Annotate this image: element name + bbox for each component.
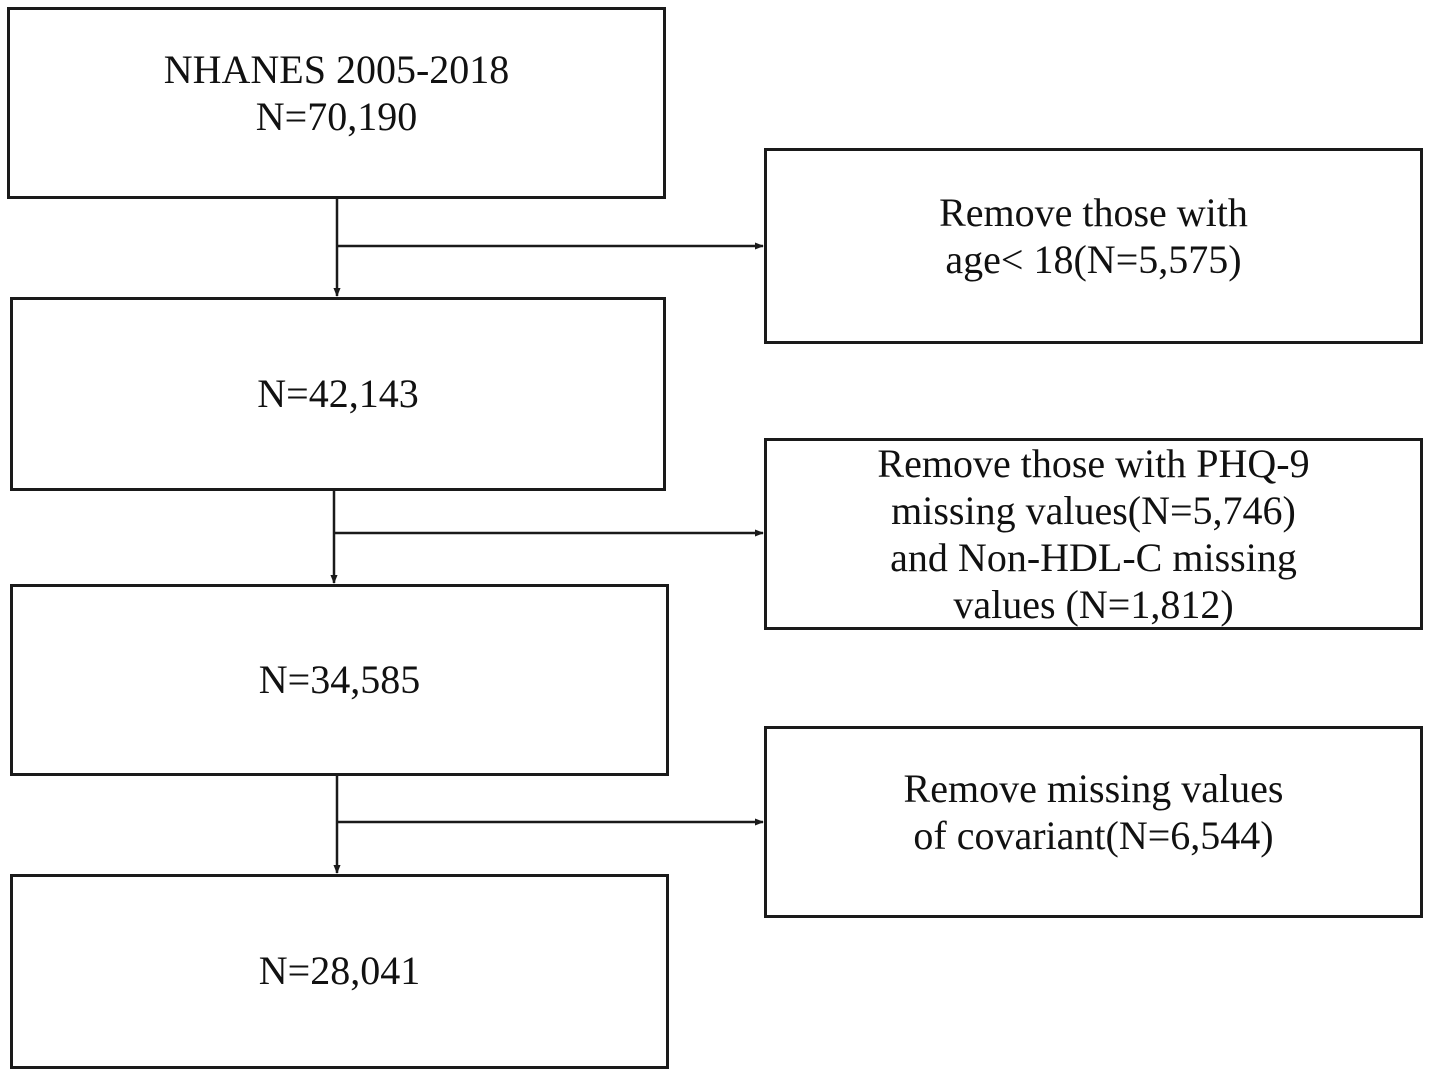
exclusion-text-line: and Non-HDL-C missing [890,535,1297,580]
exclusion-text-line: of covariant(N=6,544) [913,813,1274,858]
step-box-nhanes-total: NHANES 2005-2018 N=70,190 [7,7,666,199]
exclusion-text-line: age< 18(N=5,575) [945,237,1242,282]
step-text-line: N=28,041 [258,948,421,993]
exclusion-text-line: values (N=1,812) [953,582,1234,627]
step-text-line: N=42,143 [257,370,419,416]
step-box-after-missing: N=34,585 [10,584,669,776]
exclusion-text-line: Remove missing values [903,766,1284,811]
exclusion-box-age: Remove those with age< 18(N=5,575) [764,148,1423,344]
step-text-line: N=70,190 [255,94,418,139]
step-text-line: N=34,585 [258,656,421,702]
step-text-line: NHANES 2005-2018 [163,47,510,92]
exclusion-text-line: Remove those with PHQ-9 [877,441,1310,486]
exclusion-text-line: missing values(N=5,746) [891,488,1296,533]
exclusion-text-line: Remove those with [939,190,1248,235]
step-box-final-sample: N=28,041 [10,874,669,1069]
exclusion-box-covariant: Remove missing values of covariant(N=6,5… [764,726,1423,918]
step-box-after-age: N=42,143 [10,297,666,491]
exclusion-box-phq9-nonhdl: Remove those with PHQ-9 missing values(N… [764,438,1423,630]
